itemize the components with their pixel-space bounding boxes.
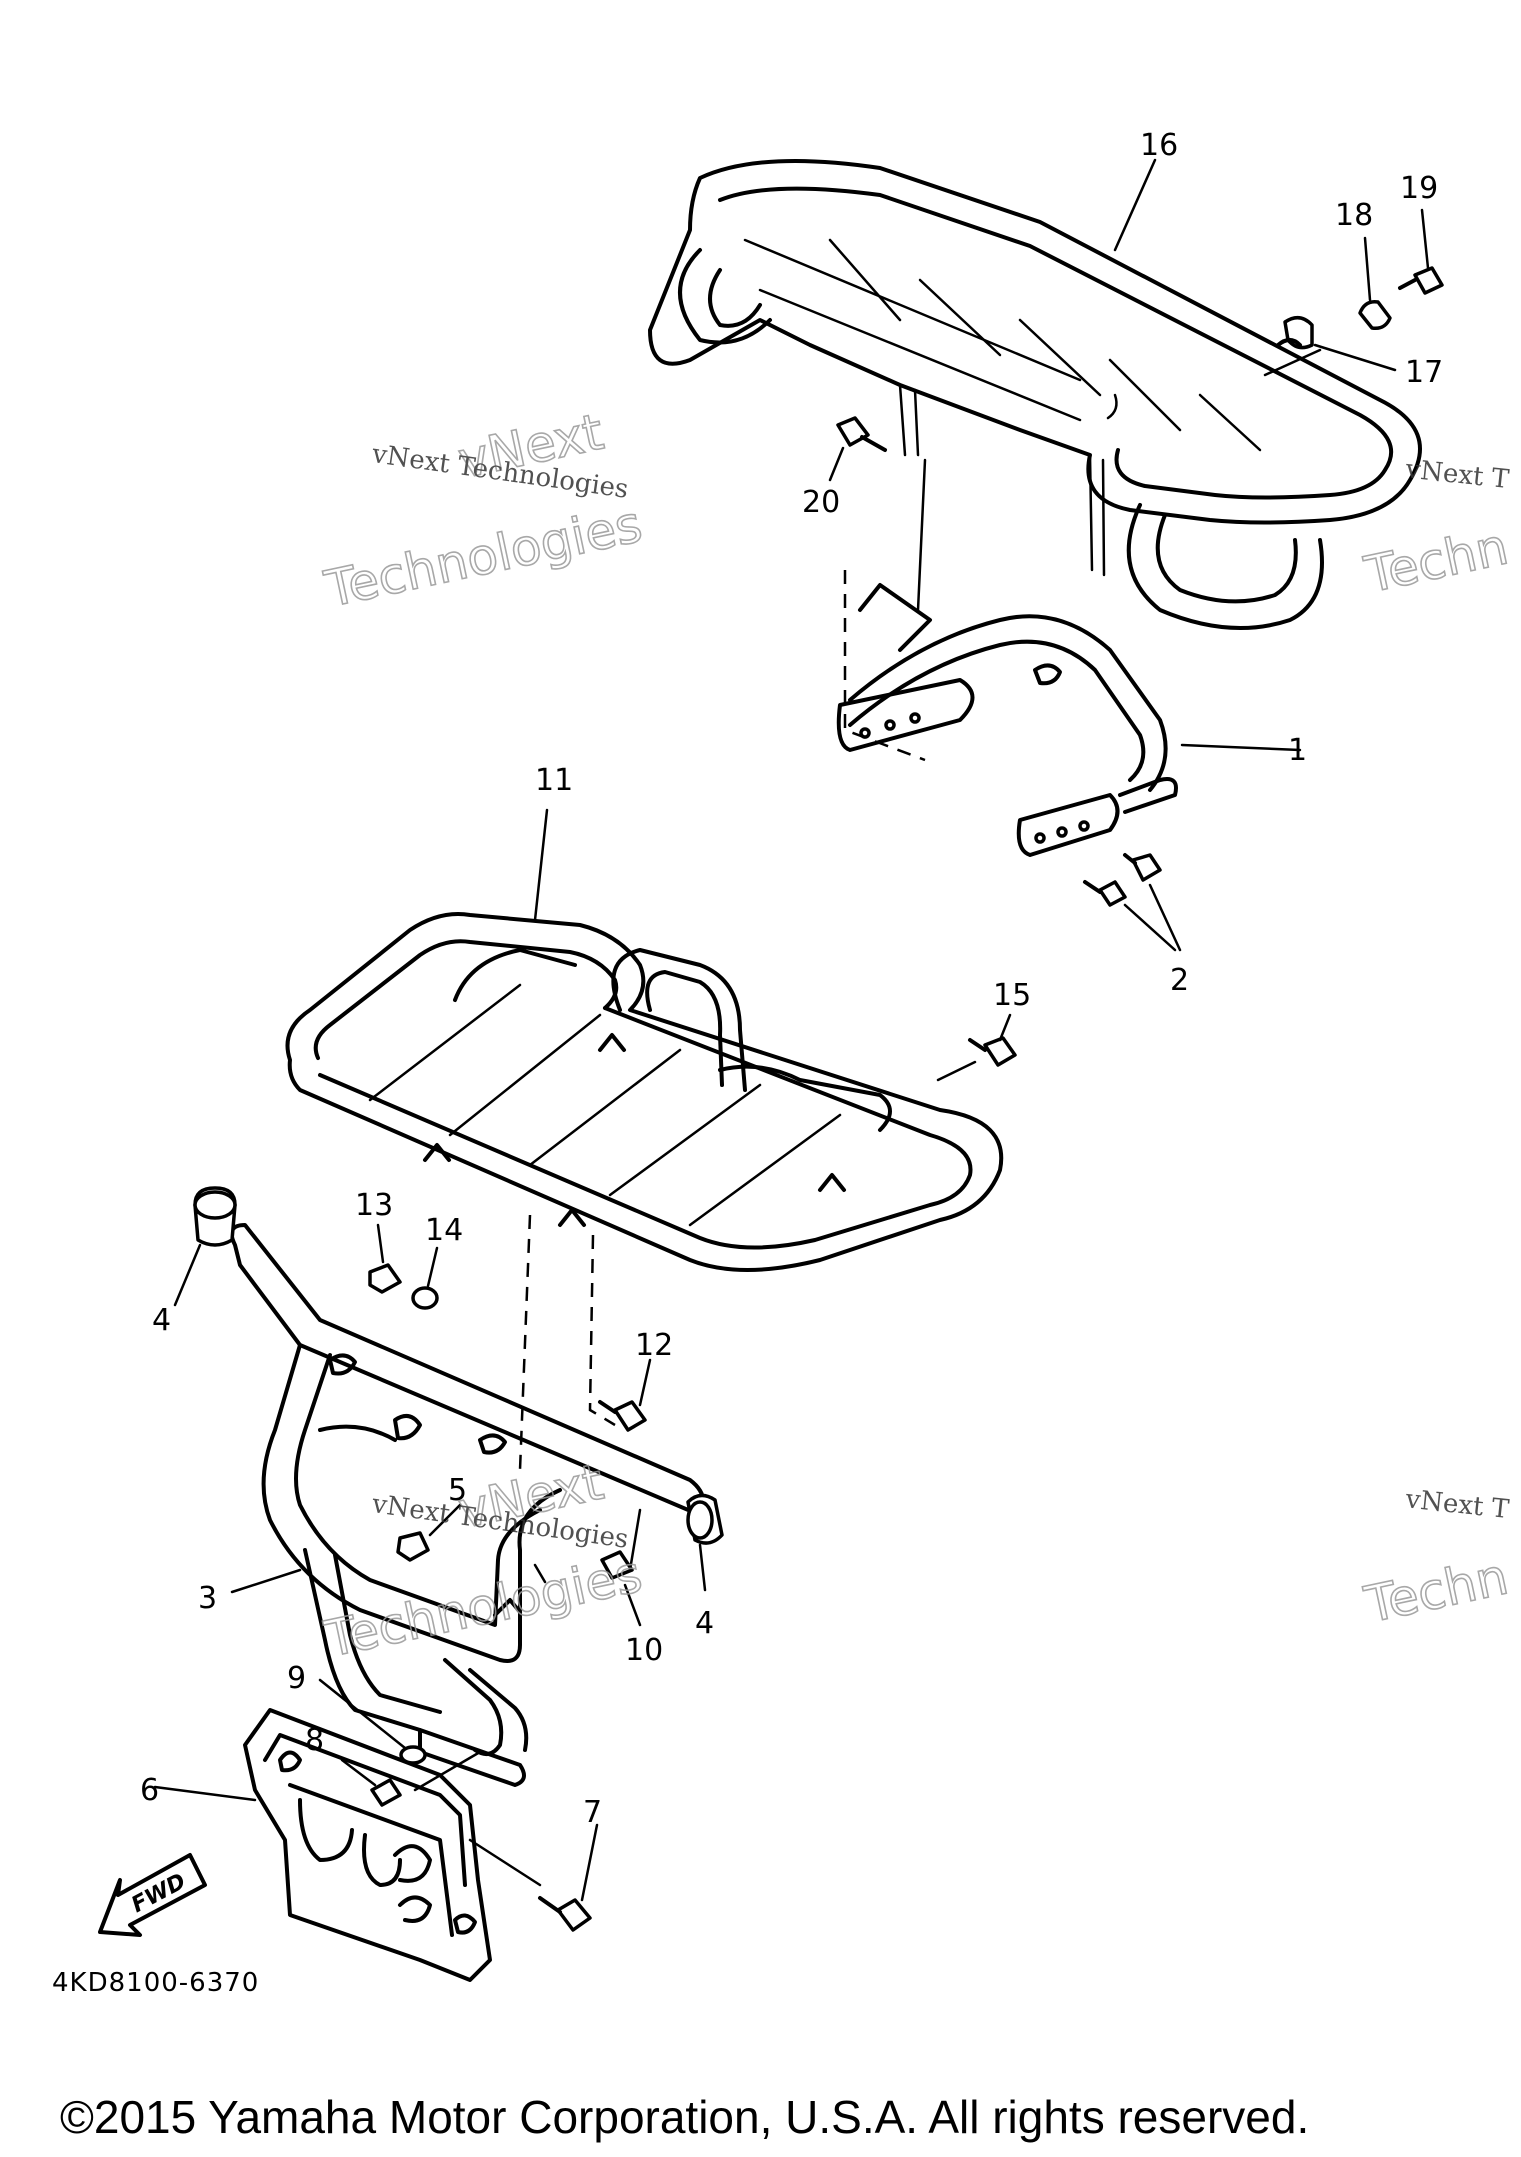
diagram-code: 4KD8100-6370 (52, 1968, 260, 1998)
svg-text:Techn: Techn (1359, 517, 1513, 604)
bushing-4b (686, 1493, 724, 1592)
svg-text:Technologies: Technologies (320, 495, 647, 619)
callout-16: 16 (1140, 128, 1178, 163)
callout-17: 17 (1405, 355, 1443, 390)
svg-text:Technologies: Technologies (320, 1545, 647, 1669)
bolt-15 (968, 1013, 1017, 1067)
watermark-1: vNext Technologies vNext Technologies (319, 402, 648, 620)
bolt-20 (828, 416, 887, 482)
callout-18: 18 (1335, 198, 1373, 233)
callout-15: 15 (993, 978, 1031, 1013)
callout-7: 7 (583, 1795, 602, 1830)
rear-carrier-stay (836, 458, 1302, 857)
callout-13: 13 (355, 1188, 393, 1223)
bolt-12 (598, 1358, 652, 1432)
callout-12: 12 (635, 1328, 673, 1363)
nut-13 (368, 1223, 402, 1294)
nut-10 (600, 1550, 642, 1627)
bolt-2 (1083, 853, 1182, 952)
callout-5: 5 (448, 1473, 467, 1508)
callout-9: 9 (287, 1661, 306, 1696)
svg-text:vNext T: vNext T (1403, 1484, 1511, 1525)
nut-5 (396, 1503, 462, 1562)
bushing-4a (173, 1186, 237, 1307)
callout-10: 10 (625, 1633, 663, 1668)
callout-20: 20 (802, 485, 840, 520)
callout-1: 1 (1288, 733, 1307, 768)
callout-4a: 4 (152, 1303, 171, 1338)
callout-11: 11 (535, 763, 573, 798)
rear-carrier (648, 159, 1422, 630)
callout-6: 6 (140, 1773, 159, 1808)
washer-14 (411, 1246, 439, 1310)
bolt-8 (340, 1758, 402, 1807)
copyright-notice: ©2015 Yamaha Motor Corporation, U.S.A. A… (60, 2091, 1310, 2143)
callout-3: 3 (198, 1581, 217, 1616)
callout-4b: 4 (695, 1606, 714, 1641)
callout-numbers: 1 2 3 4 4 5 6 7 8 9 10 11 12 13 14 15 16… (140, 128, 1443, 1830)
front-carrier (285, 912, 1004, 1471)
callout-19: 19 (1400, 171, 1438, 206)
bolt-19 (1398, 208, 1444, 295)
bolt-7 (538, 1823, 599, 1932)
watermark-2: vNext Technologies vNext Technologies (319, 1452, 648, 1670)
clamp-17 (1276, 315, 1397, 372)
callout-14: 14 (425, 1213, 463, 1248)
fwd-arrow-icon: FWD (98, 1853, 207, 1937)
callout-8: 8 (305, 1723, 324, 1758)
callout-2: 2 (1170, 963, 1189, 998)
collar-18 (1358, 236, 1392, 331)
watermark-4: vNext T Techn (1359, 1484, 1514, 1635)
washer-9 (318, 1678, 427, 1765)
svg-text:vNext T: vNext T (1403, 454, 1511, 495)
svg-text:Techn: Techn (1359, 1547, 1513, 1634)
